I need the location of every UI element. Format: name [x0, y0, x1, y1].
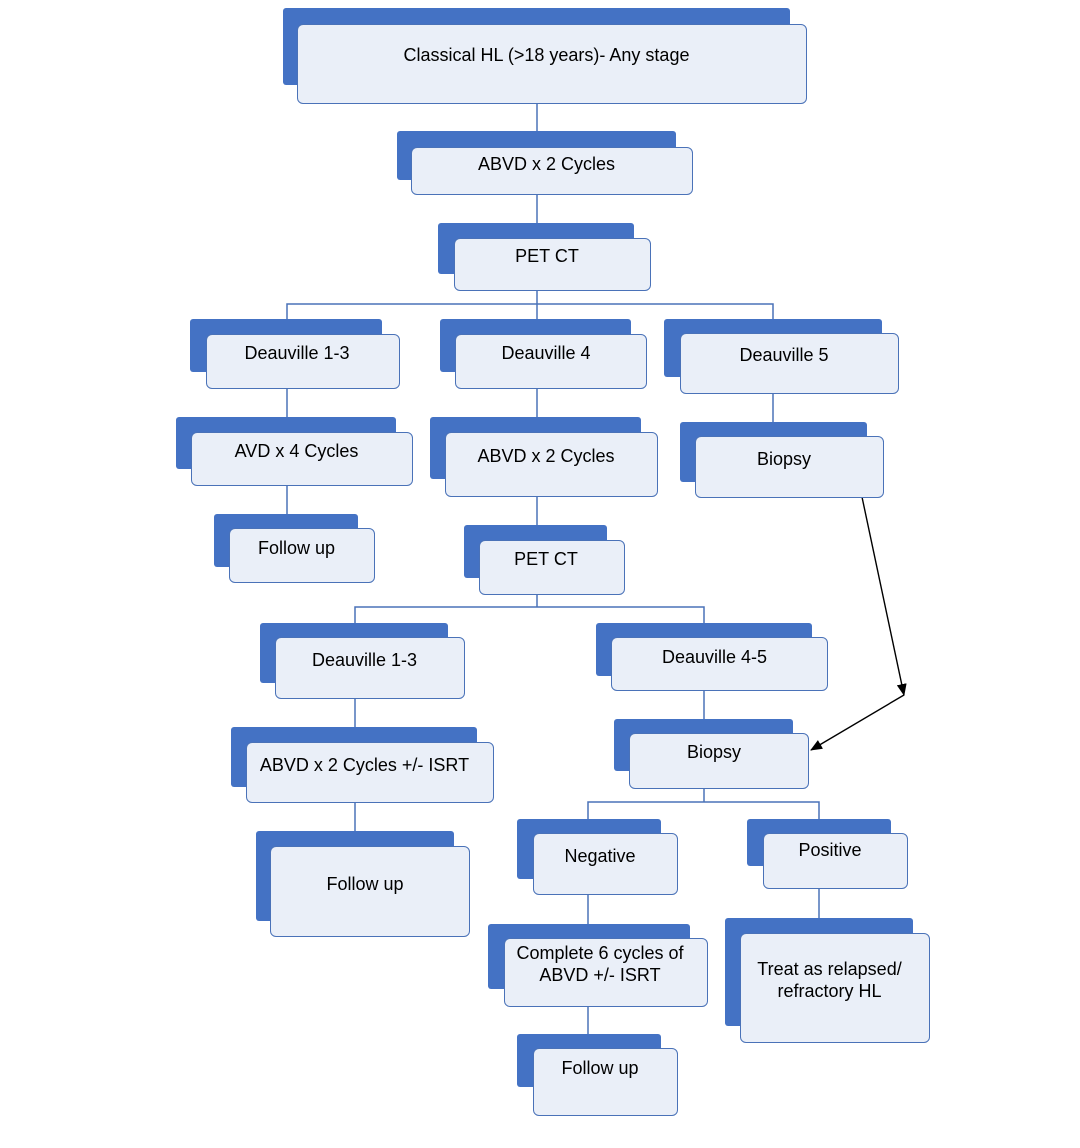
node-box	[191, 432, 413, 486]
node-box	[680, 333, 899, 394]
node-positive: Positive	[747, 819, 908, 889]
node-negative: Negative	[517, 819, 678, 895]
node-box	[275, 637, 465, 699]
node-abvdisrt: ABVD x 2 Cycles +/- ISRT	[231, 727, 494, 803]
node-root: Classical HL (>18 years)- Any stage	[283, 8, 807, 104]
node-box	[740, 933, 930, 1043]
node-box	[763, 833, 908, 889]
node-label: PET CT	[514, 549, 578, 569]
node-pet1: PET CT	[438, 223, 651, 291]
node-box	[533, 833, 678, 895]
node-box	[611, 637, 828, 691]
node-label: ABVD x 2 Cycles	[477, 153, 616, 174]
arrow-biopsy1-down	[861, 496, 907, 696]
node-box	[270, 846, 470, 937]
node-label: Treat as relapsed/ refractory HL	[757, 958, 902, 1001]
connector-split-deauville	[286, 303, 774, 319]
node-box	[454, 238, 651, 291]
node-pet2: PET CT	[464, 525, 625, 595]
node-label: Deauville 1-3	[311, 650, 418, 670]
node-box	[695, 436, 884, 498]
node-label: Follow up	[326, 873, 404, 894]
node-label: ABVD x 2 Cycles	[477, 445, 615, 466]
arrow-to-biopsy2	[810, 694, 905, 751]
node-avd4: AVD x 4 Cycles	[176, 417, 413, 486]
node-label: AVD x 4 Cycles	[234, 440, 359, 461]
node-box	[479, 540, 625, 595]
node-label: Negative	[564, 846, 636, 866]
node-label: Deauville 5	[739, 345, 829, 365]
connector-split-biopsy2-branches	[587, 801, 820, 819]
node-complete: Complete 6 cycles of ABVD +/- ISRT	[488, 924, 708, 1007]
node-follow3: Follow up	[517, 1034, 678, 1116]
node-label: Positive	[798, 839, 862, 860]
node-d13b: Deauville 1-3	[260, 623, 465, 699]
node-box	[445, 432, 658, 497]
node-box	[246, 742, 494, 803]
connector-split-pet2-branches	[354, 606, 705, 623]
node-abvd2: ABVD x 2 Cycles	[430, 417, 658, 497]
node-biopsy2: Biopsy	[614, 719, 809, 789]
node-label: Deauville 1-3	[244, 343, 350, 363]
node-follow2: Follow up	[256, 831, 470, 937]
node-relapsed: Treat as relapsed/ refractory HL	[725, 918, 930, 1043]
node-label: Deauville 4-5	[661, 646, 768, 667]
node-label: PET CT	[515, 246, 579, 266]
node-box	[629, 733, 809, 789]
node-follow1: Follow up	[214, 514, 375, 583]
node-label: Classical HL (>18 years)- Any stage	[403, 44, 690, 65]
node-box	[297, 24, 807, 104]
node-box	[229, 528, 375, 583]
node-label: Deauville 4	[501, 343, 591, 363]
node-label: Complete 6 cycles of ABVD +/- ISRT	[516, 942, 684, 985]
node-box	[504, 938, 708, 1007]
node-box	[533, 1048, 678, 1116]
node-d45: Deauville 4-5	[596, 623, 828, 691]
node-d13a: Deauville 1-3	[190, 319, 400, 389]
node-box	[455, 334, 647, 389]
node-label: Biopsy	[686, 742, 742, 762]
node-label: Follow up	[561, 1057, 639, 1078]
node-box	[411, 147, 693, 195]
node-box	[206, 334, 400, 389]
node-biopsy1: Biopsy	[680, 422, 884, 498]
node-abvd1: ABVD x 2 Cycles	[397, 131, 693, 195]
node-label: Biopsy	[756, 449, 812, 469]
node-d4: Deauville 4	[440, 319, 647, 389]
node-label: Follow up	[257, 537, 336, 558]
node-label: ABVD x 2 Cycles +/- ISRT	[259, 754, 470, 775]
node-d5: Deauville 5	[664, 319, 899, 394]
